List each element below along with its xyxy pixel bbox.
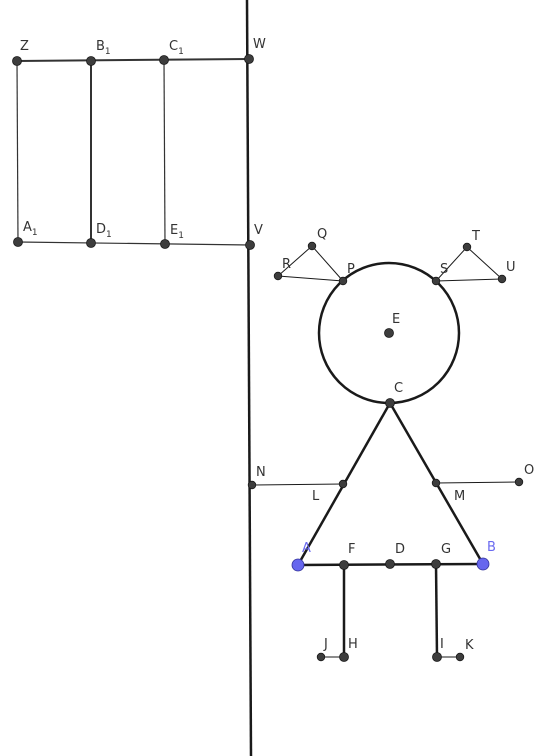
segment-z-w[interactable] — [16, 58, 250, 62]
label-c1: C1 — [169, 39, 184, 57]
point-p[interactable] — [338, 276, 348, 286]
point-a1[interactable] — [13, 237, 23, 247]
segment-n-l[interactable] — [251, 483, 344, 486]
label-g: G — [441, 542, 451, 557]
segment-p-q[interactable] — [311, 245, 344, 282]
point-v[interactable] — [245, 240, 255, 250]
point-e[interactable] — [384, 328, 394, 338]
point-d1[interactable] — [86, 238, 96, 248]
point-c[interactable] — [385, 398, 395, 408]
segment-u-s[interactable] — [435, 278, 503, 282]
label-b: B — [487, 540, 496, 555]
points — [12, 54, 524, 662]
segment-q-r[interactable] — [277, 245, 313, 277]
ladder-figure — [16, 58, 251, 246]
line-wv[interactable] — [245, 0, 253, 756]
point-f[interactable] — [339, 560, 349, 570]
segment-a1-v[interactable] — [17, 241, 251, 246]
label-z: Z — [20, 39, 29, 54]
point-b1[interactable] — [86, 56, 96, 66]
label-c: C — [394, 381, 403, 396]
point-j[interactable] — [316, 652, 326, 662]
point-l[interactable] — [338, 479, 348, 489]
point-q[interactable] — [307, 241, 317, 251]
label-e: E — [392, 312, 400, 327]
label-a: A — [302, 541, 311, 556]
point-z[interactable] — [12, 56, 22, 66]
label-r: R — [282, 257, 291, 272]
point-w[interactable] — [244, 54, 254, 64]
point-b[interactable] — [476, 557, 490, 571]
segment-g-i[interactable] — [434, 563, 439, 658]
label-i: I — [440, 637, 444, 652]
point-labels: Z B1 C1 W A1 D1 E1 V Q R P S T U E C N L… — [20, 37, 534, 653]
label-w: W — [253, 37, 266, 52]
point-a[interactable] — [291, 558, 305, 572]
point-g[interactable] — [431, 559, 441, 569]
label-a1: A1 — [23, 220, 38, 238]
label-t: T — [471, 229, 480, 244]
segment-t-u[interactable] — [466, 246, 503, 280]
point-e1[interactable] — [160, 239, 170, 249]
label-s: S — [440, 262, 448, 277]
label-p: P — [347, 262, 355, 277]
stick-figure — [251, 245, 520, 658]
label-u: U — [506, 260, 516, 275]
point-h[interactable] — [339, 652, 349, 662]
label-d1: D1 — [96, 222, 112, 240]
point-n[interactable] — [247, 480, 257, 490]
segment-z-a1[interactable] — [16, 60, 19, 243]
point-m[interactable] — [431, 478, 441, 488]
label-k: K — [465, 638, 474, 653]
label-v: V — [254, 223, 263, 238]
label-o: O — [524, 463, 534, 478]
label-h: H — [348, 637, 358, 652]
segment-r-p[interactable] — [277, 275, 344, 282]
label-n: N — [256, 465, 266, 480]
point-r[interactable] — [273, 271, 283, 281]
point-k[interactable] — [455, 652, 465, 662]
label-e1: E1 — [170, 223, 184, 241]
point-o[interactable] — [514, 477, 524, 487]
segment-m-o[interactable] — [435, 481, 520, 484]
label-j: J — [323, 637, 328, 652]
label-l: L — [312, 489, 320, 504]
point-d[interactable] — [385, 559, 395, 569]
label-b1: B1 — [96, 39, 111, 57]
point-c1[interactable] — [159, 55, 169, 65]
segment-c1-e1[interactable] — [163, 59, 166, 245]
label-m: M — [454, 489, 465, 504]
point-u[interactable] — [497, 274, 507, 284]
label-f: F — [348, 542, 355, 557]
point-t[interactable] — [462, 242, 472, 252]
segment-s-t[interactable] — [435, 246, 468, 282]
point-s[interactable] — [431, 276, 441, 286]
label-d: D — [395, 542, 405, 557]
label-q: Q — [317, 227, 327, 242]
point-i[interactable] — [432, 652, 442, 662]
